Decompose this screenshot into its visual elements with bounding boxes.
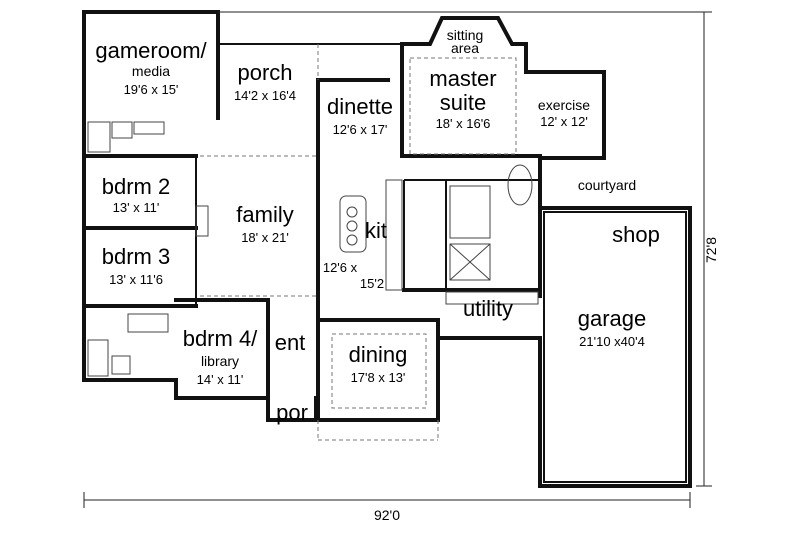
dashed-lines bbox=[200, 44, 517, 441]
gameroom-sub: media bbox=[132, 63, 170, 79]
family-size: 18' x 21' bbox=[241, 230, 289, 245]
bdrm4-sub: library bbox=[201, 353, 239, 369]
fixtures bbox=[87, 121, 539, 377]
room-labels: gameroom/ media 19'6 x 15' porch 14'2 x … bbox=[95, 27, 660, 425]
dinette-size: 12'6 x 17' bbox=[333, 122, 388, 137]
bdrm3-size: 13' x 11'6 bbox=[109, 272, 163, 287]
sitting-line1: sitting bbox=[447, 27, 484, 43]
porch-name: porch bbox=[237, 60, 292, 85]
gameroom-size: 19'6 x 15' bbox=[124, 82, 179, 97]
family-name: family bbox=[236, 202, 293, 227]
master-size: 18' x 16'6 bbox=[436, 116, 491, 131]
kit-size1: 12'6 x bbox=[323, 260, 358, 275]
courtyard-name: courtyard bbox=[578, 177, 636, 193]
walls bbox=[82, 10, 692, 488]
kit-size2: 15'2 bbox=[360, 276, 384, 291]
master-name: master bbox=[429, 66, 496, 91]
exercise-name: exercise bbox=[538, 97, 590, 113]
dimension-lines bbox=[83, 11, 712, 508]
ent-name: ent bbox=[275, 330, 306, 355]
bdrm2-size: 13' x 11' bbox=[113, 200, 160, 215]
bdrm3-name: bdrm 3 bbox=[102, 244, 170, 269]
dinette-name: dinette bbox=[327, 94, 393, 119]
garage-size: 21'10 x40'4 bbox=[579, 334, 645, 349]
master-sub: suite bbox=[440, 90, 486, 115]
dining-size: 17'8 x 13' bbox=[351, 370, 406, 385]
sitting-line2: area bbox=[451, 40, 479, 56]
utility-name: utility bbox=[463, 296, 513, 321]
kit-name: kit bbox=[365, 218, 387, 243]
shop-name: shop bbox=[612, 222, 660, 247]
dining-name: dining bbox=[349, 342, 408, 367]
depth-dimension: 72'8 bbox=[703, 237, 719, 263]
width-dimension: 92'0 bbox=[374, 507, 400, 523]
bdrm4-size: 14' x 11' bbox=[197, 372, 244, 387]
bdrm2-name: bdrm 2 bbox=[102, 174, 170, 199]
garage-name: garage bbox=[578, 306, 647, 331]
por-name: por bbox=[276, 400, 308, 425]
gameroom-name: gameroom/ bbox=[95, 38, 207, 63]
bdrm4-name: bdrm 4/ bbox=[183, 326, 258, 351]
porch-size: 14'2 x 16'4 bbox=[234, 88, 296, 103]
exercise-size: 12' x 12' bbox=[540, 114, 588, 129]
